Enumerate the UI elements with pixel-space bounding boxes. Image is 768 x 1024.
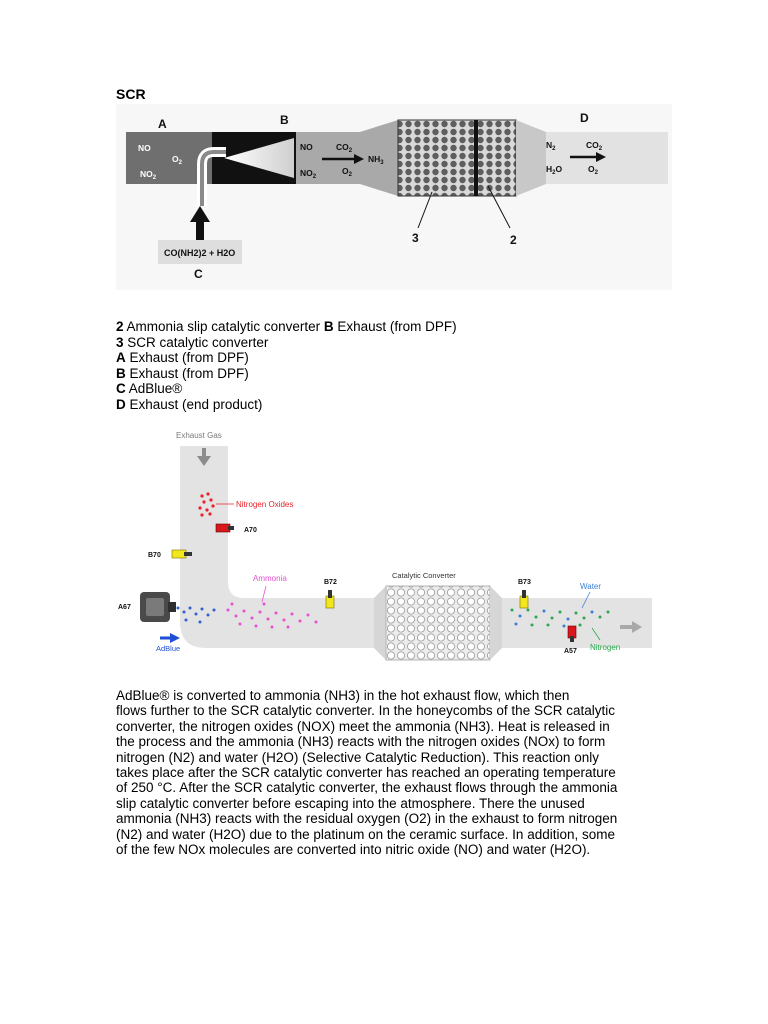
spray-cone (224, 138, 294, 178)
label-d: D (580, 111, 589, 125)
svg-text:H2O: H2O (546, 164, 562, 176)
adblue-label: AdBlue (156, 644, 180, 653)
exhaust-gas-label: Exhaust Gas (176, 431, 222, 440)
nitrogen-oxides-label: Nitrogen Oxides (236, 500, 293, 509)
converter-outlet (490, 586, 502, 660)
label-2: 2 (510, 233, 517, 247)
svg-text:NO: NO (138, 143, 151, 153)
sensor-a70 (215, 523, 234, 533)
paragraph-line: AdBlue® is converted to ammonia (NH3) in… (116, 688, 570, 703)
paragraph-line: slip catalytic converter before escaping… (116, 795, 585, 811)
paragraph-line: flows further to the SCR catalytic conve… (116, 703, 615, 719)
section-title: SCR (116, 86, 146, 102)
legend-row: A Exhaust (from DPF) (116, 350, 457, 366)
dosing-module-a67 (140, 592, 176, 622)
legend-key: B (323, 319, 334, 334)
a67-label: A67 (118, 604, 131, 611)
svg-text:N2: N2 (546, 140, 556, 152)
adblue-particles (176, 606, 216, 624)
legend-text: Exhaust (from DPF) (129, 350, 249, 365)
paragraph-line: of the few NOx molecules are converted i… (116, 842, 591, 858)
svg-text:O2: O2 (342, 166, 353, 178)
label-b: B (280, 113, 289, 127)
legend-row: C AdBlue® (116, 381, 457, 397)
converter-inlet (374, 586, 386, 660)
sensor-b73 (519, 590, 529, 609)
pipe-section-d (546, 132, 668, 184)
legend-text: AdBlue® (128, 381, 183, 396)
legend-text: Exhaust (end product) (129, 396, 263, 412)
b72-label: B72 (324, 579, 337, 586)
catalyst-honeycomb (397, 119, 517, 197)
outlet-cone (516, 120, 546, 196)
legend-row: B Exhaust (from DPF) (116, 366, 457, 382)
paragraph-line: ammonia (NH3) reacts with the residual o… (116, 811, 618, 827)
svg-text:O2: O2 (588, 164, 599, 176)
label-c: C (194, 267, 203, 281)
label-3: 3 (412, 231, 419, 245)
paragraph-line: (N2) and water (H2O) due to the platinum… (116, 826, 615, 842)
svg-text:NO: NO (300, 142, 313, 152)
legend-key: C (116, 381, 126, 396)
exhaust-flow-diagram: Nitrogen Oxides Ammonia Water Nitrogen A… (118, 431, 652, 661)
body-paragraph: AdBlue® is converted to ammonia (NH3) in… (116, 688, 656, 857)
legend: 2 Ammonia slip catalytic converter B Exh… (116, 319, 457, 412)
svg-text:CO2: CO2 (586, 140, 603, 152)
svg-text:NH3: NH3 (368, 154, 384, 166)
exhaust-outlet-arrow (632, 621, 642, 633)
sensor-b72 (325, 590, 335, 609)
a57-label: A57 (564, 648, 577, 655)
paragraph-line: converter, the nitrogen oxides (NOX) mee… (116, 718, 610, 734)
exhaust-inlet-arrow (197, 456, 211, 466)
paragraph-line: takes place after the SCR catalytic conv… (116, 765, 616, 781)
reagent-box (158, 240, 242, 264)
legend-key: 3 (116, 334, 124, 350)
water-label: Water (580, 582, 601, 591)
legend-text: Exhaust (from DPF) (129, 365, 249, 381)
legend-key: 2 (116, 319, 124, 334)
water-nitrogen-particles (510, 608, 610, 628)
legend-text: Exhaust (from DPF) (337, 319, 457, 334)
nitrogen-oxide-particles (198, 492, 215, 517)
legend-key: A (116, 350, 126, 365)
catalytic-converter-label: Catalytic Converter (392, 571, 456, 580)
reagent-formula: CO(NH2)2 + H2O (164, 248, 235, 258)
sensor-b70 (171, 549, 192, 559)
ammonia-label: Ammonia (253, 574, 287, 583)
legend-key: D (116, 396, 126, 412)
b70-label: B70 (148, 552, 161, 559)
paragraph-line: of 250 °C. After the SCR catalytic conve… (116, 780, 618, 796)
svg-text:O2: O2 (172, 154, 183, 166)
label-a: A (158, 117, 167, 131)
legend-text: SCR catalytic converter (127, 334, 269, 350)
legend-text: Ammonia slip catalytic converter (126, 319, 321, 334)
catalyst-divider (474, 120, 478, 196)
legend-key: B (116, 365, 126, 381)
legend-row: 3 SCR catalytic converter (116, 335, 457, 351)
inlet-cone (360, 120, 398, 196)
nitrogen-label: Nitrogen (590, 643, 620, 652)
svg-text:NO2: NO2 (140, 169, 157, 181)
exhaust-pipe-bend (180, 446, 362, 648)
legend-row: D Exhaust (end product) (116, 397, 457, 413)
svg-text:CO2: CO2 (336, 142, 353, 154)
adblue-inlet-arrow (170, 633, 180, 643)
svg-text:NO2: NO2 (300, 168, 317, 180)
ammonia-particles (226, 602, 318, 629)
reagent-arrow (196, 222, 204, 240)
catalytic-converter (385, 585, 491, 661)
paragraph-line: nitrogen (N2) and water (H2O) (Selective… (116, 749, 599, 765)
scr-cross-section-diagram: CO(NH2)2 + H2O NO NO2 O2 NO NO2 CO2 O2 N… (116, 104, 672, 290)
b73-label: B73 (518, 579, 531, 586)
legend-row: 2 Ammonia slip catalytic converter B Exh… (116, 319, 457, 335)
paragraph-line: the process and the ammonia (NH3) reacts… (116, 734, 606, 750)
sensor-a57 (567, 625, 577, 642)
a70-label: A70 (244, 527, 257, 534)
